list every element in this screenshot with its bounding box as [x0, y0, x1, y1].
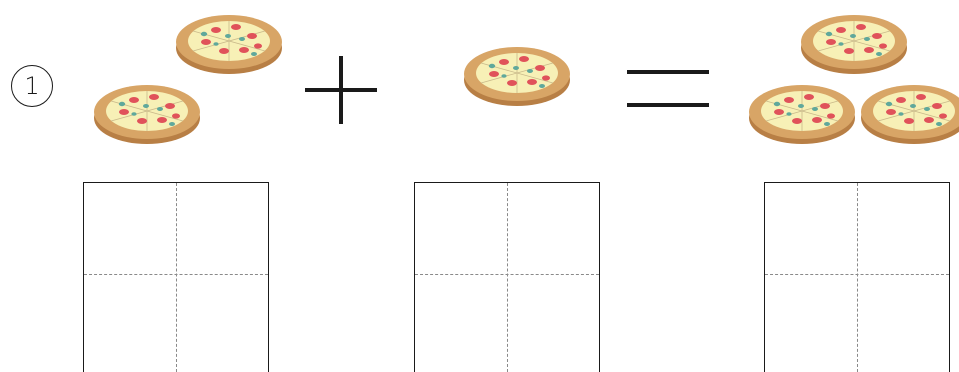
pizza-icon	[462, 42, 572, 108]
guide-line-vertical	[857, 183, 858, 372]
guide-line-horizontal	[415, 274, 599, 275]
problem-number-label: 1	[24, 74, 39, 98]
plus-icon	[303, 52, 379, 128]
guide-line-vertical	[176, 183, 177, 372]
equals-icon	[625, 66, 711, 112]
guide-line-horizontal	[84, 274, 268, 275]
answer-box-right[interactable]	[764, 182, 950, 372]
answer-box-left[interactable]	[83, 182, 269, 372]
guide-line-horizontal	[765, 274, 949, 275]
pizza-icon	[174, 10, 284, 76]
pizza-icon	[92, 80, 202, 146]
problem-number: 1	[11, 65, 53, 107]
guide-line-vertical	[507, 183, 508, 372]
pizza-icon	[859, 80, 959, 146]
pizza-icon	[747, 80, 857, 146]
pizza-icon	[799, 10, 909, 76]
answer-box-middle[interactable]	[414, 182, 600, 372]
